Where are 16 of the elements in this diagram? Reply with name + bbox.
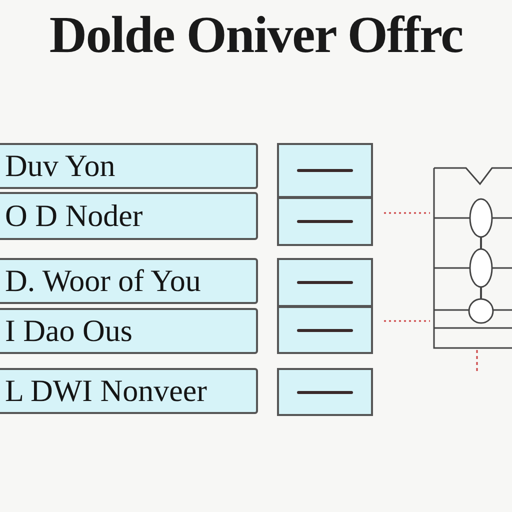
drawer-box: [277, 306, 373, 354]
drawer-box: [277, 197, 373, 246]
text-box: [0, 308, 258, 354]
text-box: [0, 368, 258, 414]
text-box: [0, 143, 258, 189]
text-box: [0, 258, 258, 304]
box-label: D. Woor of You: [5, 263, 201, 299]
drawer-box: [277, 143, 373, 198]
box-label: I Dao Ous: [5, 313, 132, 349]
drawer-box: [277, 258, 373, 307]
text-box: [0, 192, 258, 240]
box-label: O D Noder: [5, 198, 143, 234]
drawer-box: [277, 368, 373, 416]
box-label: L DWI Nonveer: [5, 373, 207, 409]
box-label: Duv Yon: [5, 148, 116, 184]
title: Dolde Oniver Offrc: [48, 6, 464, 65]
